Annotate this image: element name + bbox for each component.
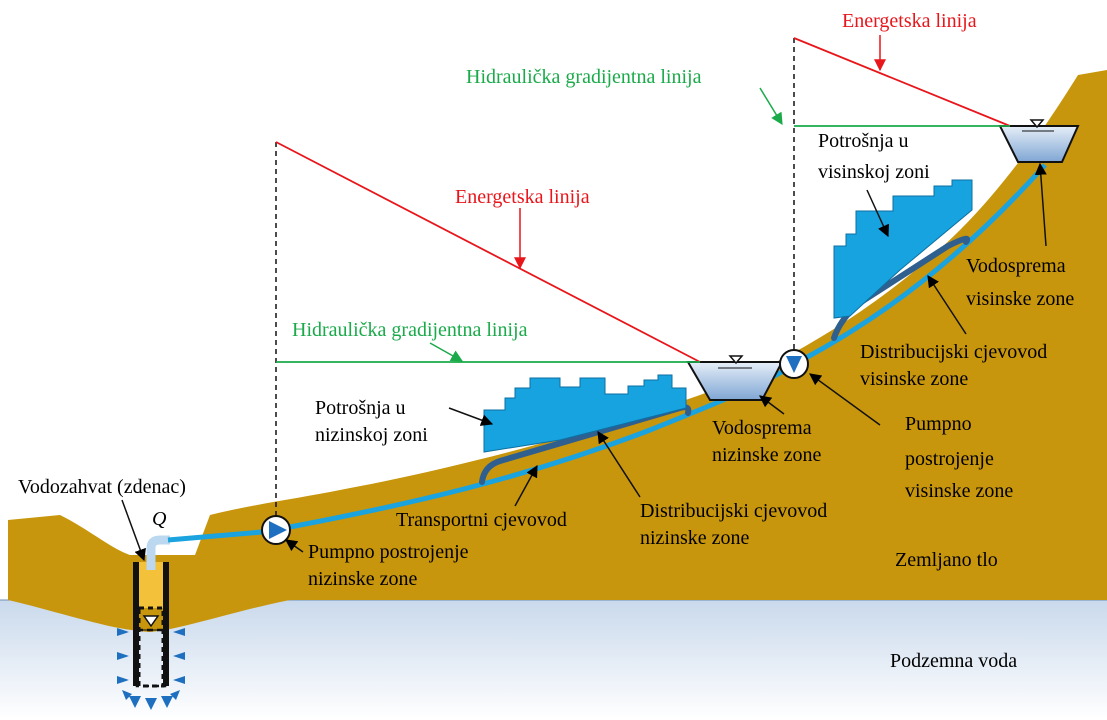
leader-intake xyxy=(121,499,146,562)
inflow-arrows xyxy=(117,628,185,710)
leader-pump-high xyxy=(809,373,881,426)
consumption-low-label-line2: nizinskoj zoni xyxy=(315,424,428,446)
reservoir-high xyxy=(998,125,1080,163)
pump-low-label-line2: nizinske zone xyxy=(308,568,418,590)
pump-high-label-line1: Pumpno xyxy=(905,413,972,435)
energy-line-low-label: Energetska linija xyxy=(455,186,590,208)
reservoir-high-label-line1: Vodosprema xyxy=(966,255,1066,277)
dist-low-label-line1: Distribucijski cjevovod xyxy=(640,500,827,522)
transport-pipe-label: Transportni cjevovod xyxy=(396,509,567,531)
reservoir-high-level-icon xyxy=(1029,119,1045,129)
energy-line-high xyxy=(793,37,1011,127)
leader-hgl-high xyxy=(759,87,783,126)
pump-high-zone xyxy=(779,349,809,379)
dist-high-label-line2: visinske zone xyxy=(860,368,968,390)
pump-high-label-line2: postrojenje xyxy=(905,448,994,470)
leader-consumption-high xyxy=(866,189,889,238)
pump-high-label-line3: visinske zone xyxy=(905,480,1013,502)
reservoir-high-label-line2: visinske zone xyxy=(966,288,1074,310)
leader-reservoir-low xyxy=(759,395,785,415)
buildings-high-zone xyxy=(833,179,973,319)
reservoir-low-level-icon xyxy=(728,355,744,365)
energy-line-high-label: Energetska linija xyxy=(842,10,977,32)
distribution-pipe-low xyxy=(479,404,692,485)
leader-pump-low xyxy=(285,539,304,553)
reservoir-low-label-line1: Vodosprema xyxy=(712,417,812,439)
hgl-low-label: Hidraulička gradijentna linija xyxy=(292,319,528,341)
leader-transport xyxy=(514,464,538,507)
consumption-high-label-line1: Potrošnja u xyxy=(818,130,909,152)
consumption-high-label-line2: visinskoj zoni xyxy=(818,161,930,183)
energy-line-low xyxy=(275,141,701,363)
leader-reservoir-high xyxy=(1034,162,1047,247)
soil-label: Zemljano tlo xyxy=(895,549,998,571)
distribution-pipe-high xyxy=(831,235,971,341)
flow-symbol: Q xyxy=(152,508,167,530)
water-level-triangle xyxy=(142,615,160,628)
leader-consumption-low xyxy=(448,407,494,426)
reservoir-low-label-line2: nizinske zone xyxy=(712,444,822,466)
well-riser-pipe xyxy=(146,535,170,570)
groundwater-label: Podzemna voda xyxy=(890,650,1017,672)
well-wall-left xyxy=(133,562,139,686)
soil-left-hill xyxy=(8,70,1107,632)
dist-low-label-line2: nizinske zone xyxy=(640,527,750,549)
leader-dist-low xyxy=(597,430,641,498)
leader-dist-high xyxy=(927,274,967,335)
leader-hgl-low xyxy=(429,342,464,362)
dist-high-label-line1: Distribucijski cjevovod xyxy=(860,341,1047,363)
hgl-high-label: Hidraulička gradijentna linija xyxy=(466,66,702,88)
consumption-low-label-line1: Potrošnja u xyxy=(315,397,406,419)
buildings-low-zone xyxy=(483,374,687,453)
well-screen xyxy=(137,606,165,688)
intake-label: Vodozahvat (zdenac) xyxy=(18,476,186,498)
pump-low-label-line1: Pumpno postrojenje xyxy=(308,541,469,563)
pump-low-zone xyxy=(261,515,291,545)
well-wall-right xyxy=(163,562,169,686)
